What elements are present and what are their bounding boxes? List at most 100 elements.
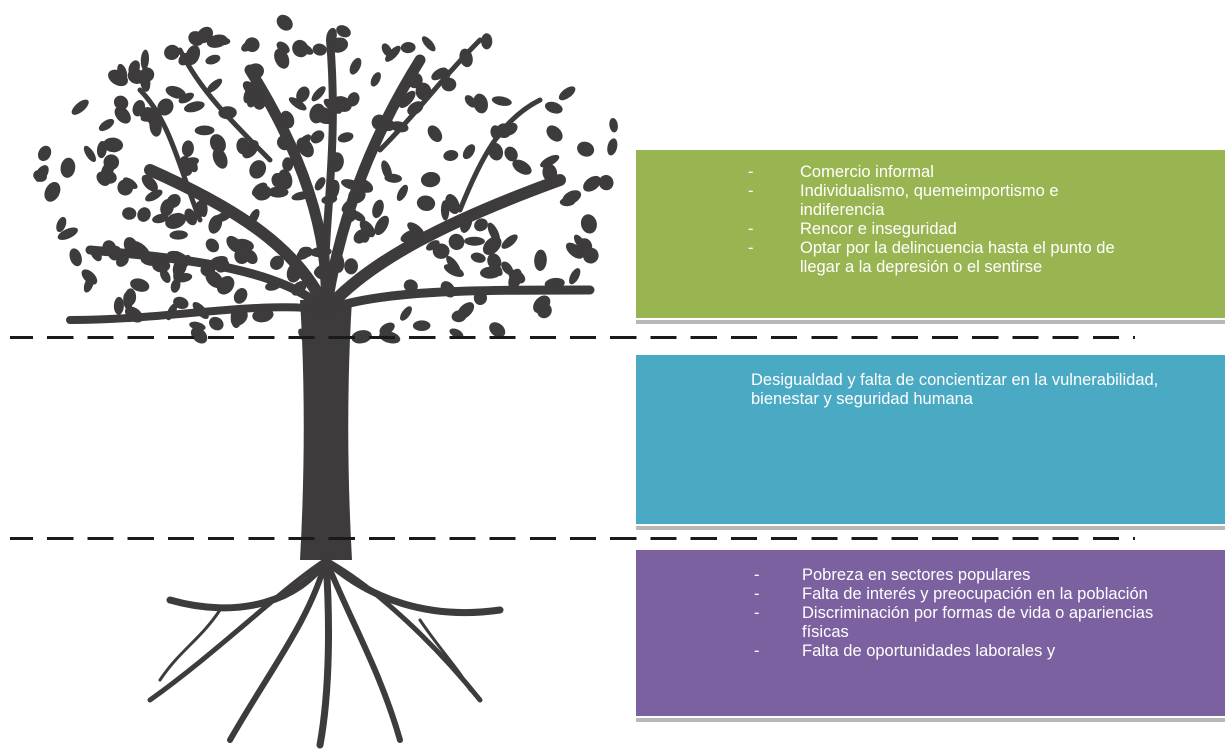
leaf xyxy=(296,137,314,158)
leaf xyxy=(83,145,96,162)
list-item: -Rencor e inseguridad xyxy=(748,220,957,238)
leaf xyxy=(123,291,133,311)
leaf xyxy=(400,41,416,54)
leaf xyxy=(209,316,224,331)
leaf xyxy=(349,57,362,75)
leaf xyxy=(562,190,582,205)
leaf xyxy=(288,97,307,111)
leaf xyxy=(558,86,576,101)
leaf xyxy=(178,92,194,104)
leaf xyxy=(464,95,477,108)
branch xyxy=(321,285,595,315)
leaf xyxy=(577,141,595,157)
leaf xyxy=(534,249,547,271)
leaf xyxy=(117,179,134,196)
leaf xyxy=(480,266,501,279)
leaf xyxy=(165,212,187,229)
branch xyxy=(177,47,273,163)
list-item: -Falta de oportunidades laborales y xyxy=(754,642,1056,660)
leaf xyxy=(359,220,376,238)
leaf xyxy=(81,269,98,285)
leaf xyxy=(607,138,618,156)
leaf xyxy=(147,113,158,128)
leaf xyxy=(159,269,171,283)
leaf xyxy=(451,310,467,323)
leaf xyxy=(145,189,163,202)
divider-canopy-trunk xyxy=(10,336,1135,339)
branch xyxy=(137,87,203,223)
leaf xyxy=(234,246,251,265)
leaf xyxy=(576,238,593,257)
leaf xyxy=(137,207,151,222)
leaf xyxy=(501,261,514,275)
leaf xyxy=(241,40,256,52)
branch xyxy=(66,303,330,324)
list-item: -Discriminación por formas de vida o apa… xyxy=(754,604,1154,641)
leaf xyxy=(344,258,358,275)
leaf xyxy=(44,182,61,202)
leaf xyxy=(565,242,584,259)
list-item: -Falta de interés y preocupación en la p… xyxy=(754,585,1148,603)
leaf xyxy=(132,100,146,117)
leaf xyxy=(205,54,221,65)
leaf xyxy=(431,67,448,81)
leaf xyxy=(501,234,518,249)
leaf xyxy=(481,33,493,50)
leaf xyxy=(427,125,443,143)
leaf xyxy=(209,134,226,154)
leaf xyxy=(249,160,267,179)
branch xyxy=(320,36,337,314)
leaf xyxy=(464,236,485,246)
leaf xyxy=(206,78,223,93)
leaf xyxy=(113,296,124,315)
dash-bullet: - xyxy=(748,163,754,181)
leaf xyxy=(190,327,208,344)
leaf xyxy=(374,215,389,236)
leaf xyxy=(233,288,248,304)
branch xyxy=(144,164,332,316)
leaf xyxy=(540,154,560,168)
leaf xyxy=(400,306,412,321)
leaf xyxy=(314,177,326,191)
leaf xyxy=(609,117,618,133)
leaf xyxy=(99,169,117,184)
leaf xyxy=(157,98,174,116)
root xyxy=(323,557,403,743)
leaf xyxy=(583,175,602,192)
leaf xyxy=(276,14,293,31)
leaf xyxy=(296,86,310,103)
leaf xyxy=(443,150,459,161)
leaf xyxy=(544,101,563,114)
leaf xyxy=(184,208,198,226)
dash-bullet: - xyxy=(754,604,760,622)
leaf xyxy=(117,63,128,81)
leaf xyxy=(337,132,354,143)
leaf xyxy=(396,184,408,202)
divider-trunk-roots xyxy=(10,537,1135,540)
leaf xyxy=(56,216,67,233)
leaf xyxy=(37,145,52,162)
leaf xyxy=(569,268,581,285)
leaf xyxy=(416,195,436,211)
leaf xyxy=(71,99,89,115)
leaf xyxy=(292,39,309,58)
causes-box: -Pobreza en sectores populares -Falta de… xyxy=(636,550,1225,722)
trunk xyxy=(300,300,352,560)
leaf xyxy=(385,45,401,62)
leaf xyxy=(312,43,327,56)
leaf xyxy=(251,182,268,197)
leaf xyxy=(282,157,294,172)
leaf xyxy=(205,270,224,288)
leaf xyxy=(236,137,250,155)
root xyxy=(166,556,330,612)
leaf xyxy=(186,158,198,173)
branch xyxy=(457,97,543,213)
leaf xyxy=(580,214,597,234)
tree-illustration xyxy=(33,14,618,749)
leaf xyxy=(537,303,552,319)
leaf xyxy=(103,137,124,153)
list-item: -Optar por la delincuencia hasta el punt… xyxy=(748,239,1115,276)
leaf xyxy=(113,95,129,110)
leaf xyxy=(432,243,450,259)
leaf xyxy=(491,96,512,106)
